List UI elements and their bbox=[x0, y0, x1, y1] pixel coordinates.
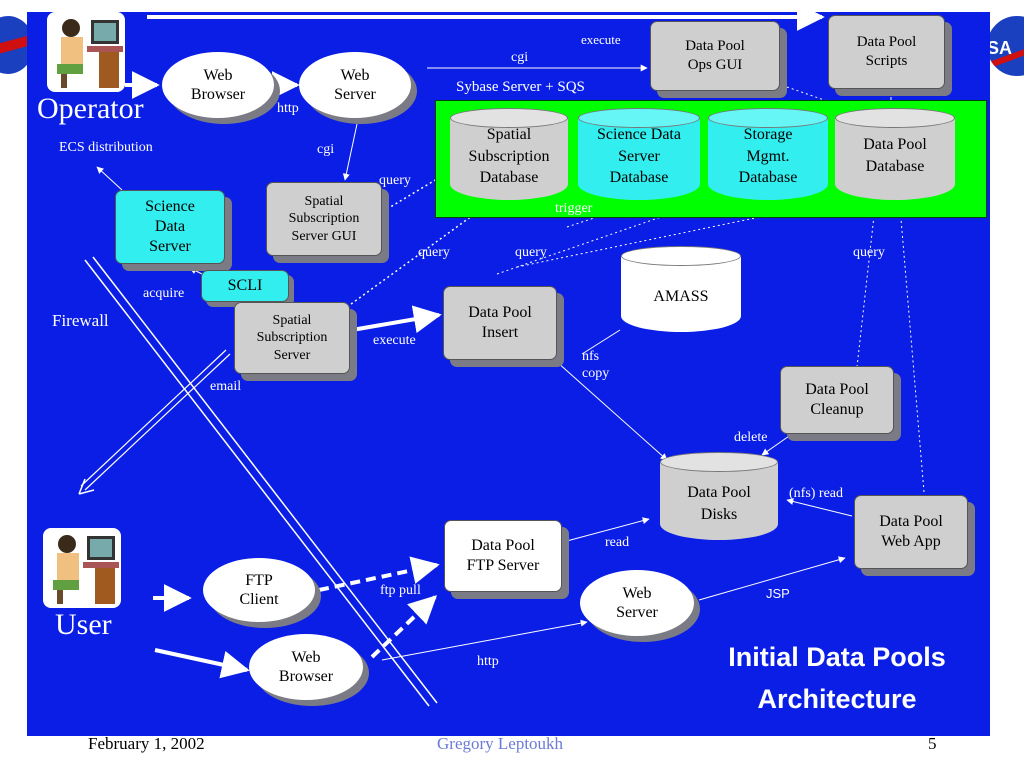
operator-icon bbox=[47, 12, 125, 92]
edge-label-trigger: trigger bbox=[555, 201, 593, 216]
edge-label-nfs-read: (nfs) read bbox=[789, 486, 844, 501]
web-server-bottom: Web Server bbox=[580, 570, 694, 636]
edge-label-ecs-distribution: ECS distribution bbox=[59, 140, 153, 155]
edge-opsgui-db bbox=[786, 86, 848, 109]
edge-webapp-disks bbox=[786, 498, 853, 517]
edge-ftp-pull-1 bbox=[318, 556, 440, 592]
edge-label-query-mid1: query bbox=[418, 245, 450, 260]
edge-label-cgi-top: cgi bbox=[511, 50, 529, 65]
user-icon bbox=[43, 528, 121, 608]
amass-label: AMASS bbox=[653, 288, 709, 305]
edge-label-http-bottom: http bbox=[477, 654, 499, 669]
diagram-title-line2: Architecture bbox=[757, 684, 917, 714]
edge-insert-q1 bbox=[496, 192, 728, 275]
edge-websrv-webapp bbox=[698, 556, 846, 601]
scli: SCLI bbox=[201, 270, 289, 302]
spatial-subscription-database: Spatial Subscription Database bbox=[450, 108, 568, 200]
edge-cleanup-q bbox=[856, 206, 878, 368]
science-data-server: Science Data Server bbox=[115, 190, 225, 264]
operator-label: Operator bbox=[37, 92, 144, 125]
edge-sss-query bbox=[346, 193, 503, 308]
ftp-client: FTP Client bbox=[203, 558, 315, 622]
edge-ftp-pull-2 bbox=[370, 595, 438, 659]
science-data-server-database: Science Data Server Database bbox=[578, 108, 700, 200]
edge-user-browser bbox=[154, 648, 250, 679]
web-server-top: Web Server bbox=[299, 52, 411, 118]
data-pool-insert: Data Pool Insert bbox=[443, 286, 557, 360]
data-pool-ftp-server: Data Pool FTP Server bbox=[444, 520, 562, 592]
storage-mgmt-database-label: Storage Mgmt. Database bbox=[738, 126, 798, 187]
spatial-subscription-database-label: Spatial Subscription Database bbox=[468, 126, 550, 187]
edge-label-query-mid2: query bbox=[515, 245, 547, 260]
data-pool-database-label: Data Pool Database bbox=[863, 136, 927, 175]
data-pool-disks-label: Data Pool Disks bbox=[687, 484, 751, 523]
edge-label-http-top: http bbox=[277, 101, 299, 116]
nasa-logo-right: SA bbox=[985, 14, 1024, 78]
edge-cleanup-disks bbox=[761, 433, 793, 456]
data-pool-ops-gui: Data Pool Ops GUI bbox=[650, 21, 780, 91]
science-data-server-database-label: Science Data Server Database bbox=[597, 126, 681, 187]
connection-lines bbox=[78, 12, 925, 707]
footer-date: February 1, 2002 bbox=[88, 734, 205, 753]
spatial-subscription-server-gui: Spatial Subscription Server GUI bbox=[266, 182, 382, 256]
data-pool-cleanup: Data Pool Cleanup bbox=[780, 366, 894, 434]
firewall-label: Firewall bbox=[52, 311, 109, 330]
edge-webapp-q bbox=[897, 206, 925, 493]
edge-sss-insert bbox=[351, 305, 442, 334]
firewall-line-2 bbox=[92, 256, 438, 704]
edge-label-execute-top: execute bbox=[581, 32, 621, 47]
footer-page-number: 5 bbox=[928, 734, 937, 753]
footer-author: Gregory Leptoukh bbox=[437, 734, 564, 753]
data-pool-database: Data Pool Database bbox=[835, 108, 955, 200]
edge-label-delete: delete bbox=[734, 430, 768, 445]
edge-email-arrowhead bbox=[78, 478, 95, 495]
edge-label-execute-mid: execute bbox=[373, 333, 416, 348]
edge-label-nfs-copy: nfs copy bbox=[582, 349, 610, 381]
architecture-slide: Operator Web Browser http Web Server cgi… bbox=[27, 12, 990, 736]
firewall-line-1 bbox=[84, 259, 430, 707]
edge-label-email: email bbox=[210, 379, 242, 394]
edge-amass-insert bbox=[581, 329, 621, 355]
data-pool-web-app: Data Pool Web App bbox=[854, 495, 968, 569]
edge-label-cgi-left: cgi bbox=[317, 142, 335, 157]
edge-label-ftp-pull: ftp pull bbox=[380, 583, 421, 598]
spatial-subscription-server: Spatial Subscription Server bbox=[234, 302, 350, 374]
web-browser-top: Web Browser bbox=[162, 52, 274, 118]
storage-mgmt-database: Storage Mgmt. Database bbox=[708, 108, 828, 200]
edge-email-2 bbox=[80, 349, 227, 487]
edge-browser-websrv bbox=[381, 619, 588, 661]
edge-email-1 bbox=[84, 353, 231, 491]
edge-label-query-gui: query bbox=[379, 173, 411, 188]
data-pool-disks: Data Pool Disks bbox=[660, 452, 778, 540]
edge-ftp-disks bbox=[562, 517, 650, 543]
edge-label-query-right: query bbox=[853, 245, 885, 260]
db-group-label: Sybase Server + SQS bbox=[456, 79, 585, 95]
edge-label-read: read bbox=[605, 535, 630, 550]
edge-label-jsp: JSP bbox=[766, 586, 790, 601]
diagram-title-line1: Initial Data Pools bbox=[728, 642, 946, 672]
edge-label-acquire: acquire bbox=[143, 286, 185, 301]
amass-storage: AMASS bbox=[621, 246, 741, 332]
edge-insert-disks bbox=[556, 361, 668, 461]
edge-cgi-gui bbox=[342, 123, 358, 181]
edge-sds-ecs bbox=[96, 166, 123, 191]
web-browser-bottom: Web Browser bbox=[249, 634, 363, 700]
user-label: User bbox=[55, 608, 112, 641]
data-pool-scripts: Data Pool Scripts bbox=[828, 15, 945, 89]
